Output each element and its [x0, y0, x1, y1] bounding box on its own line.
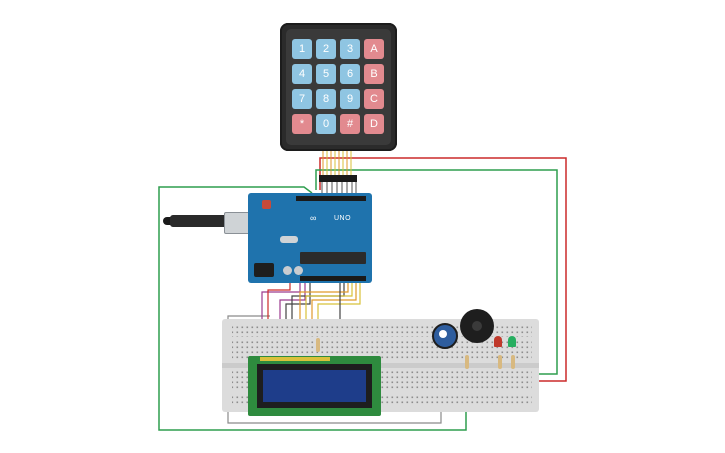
keypad-ribbon: [322, 150, 352, 178]
keypad-key[interactable]: 6: [340, 64, 360, 84]
resistor-1[interactable]: [465, 355, 469, 369]
keypad-key[interactable]: D: [364, 114, 384, 134]
lcd-pin-header: [260, 357, 330, 361]
led-green[interactable]: [508, 336, 516, 347]
potentiometer[interactable]: [432, 323, 458, 349]
resistor-2[interactable]: [498, 355, 502, 369]
wire-green-ground-left[interactable]: [158, 186, 467, 431]
lcd-screen: [263, 370, 366, 402]
keypad-key[interactable]: 7: [292, 89, 312, 109]
resistor-4[interactable]: [316, 338, 320, 352]
potentiometer-knob-icon[interactable]: [439, 330, 447, 338]
dc-power-jack: [254, 263, 274, 277]
resistor-3[interactable]: [511, 355, 515, 369]
keypad-key[interactable]: 9: [340, 89, 360, 109]
crystal-oscillator: [280, 236, 298, 243]
atmega-chip: [300, 252, 366, 264]
usb-plug: [163, 217, 173, 225]
keypad-key[interactable]: 0: [316, 114, 336, 134]
keypad-key[interactable]: 3: [340, 39, 360, 59]
keypad-key[interactable]: B: [364, 64, 384, 84]
capacitor-1: [283, 266, 292, 275]
analog-header: [300, 276, 366, 281]
keypad-key[interactable]: *: [292, 114, 312, 134]
keypad-key[interactable]: 4: [292, 64, 312, 84]
keypad-connector: [319, 175, 357, 182]
led-red[interactable]: [494, 336, 502, 347]
keypad-key[interactable]: 5: [316, 64, 336, 84]
usb-cable[interactable]: [170, 215, 226, 227]
arduino-logo-icon: ∞: [310, 213, 317, 223]
digital-header: [296, 196, 366, 201]
keypad-key[interactable]: 2: [316, 39, 336, 59]
arduino-model-label: UNO: [334, 215, 352, 222]
keypad-key[interactable]: 1: [292, 39, 312, 59]
keypad-key[interactable]: C: [364, 89, 384, 109]
capacitor-2: [294, 266, 303, 275]
reset-button[interactable]: [262, 200, 271, 209]
keypad-key[interactable]: A: [364, 39, 384, 59]
buzzer-center: [472, 321, 482, 331]
keypad-key[interactable]: #: [340, 114, 360, 134]
keypad-key[interactable]: 8: [316, 89, 336, 109]
